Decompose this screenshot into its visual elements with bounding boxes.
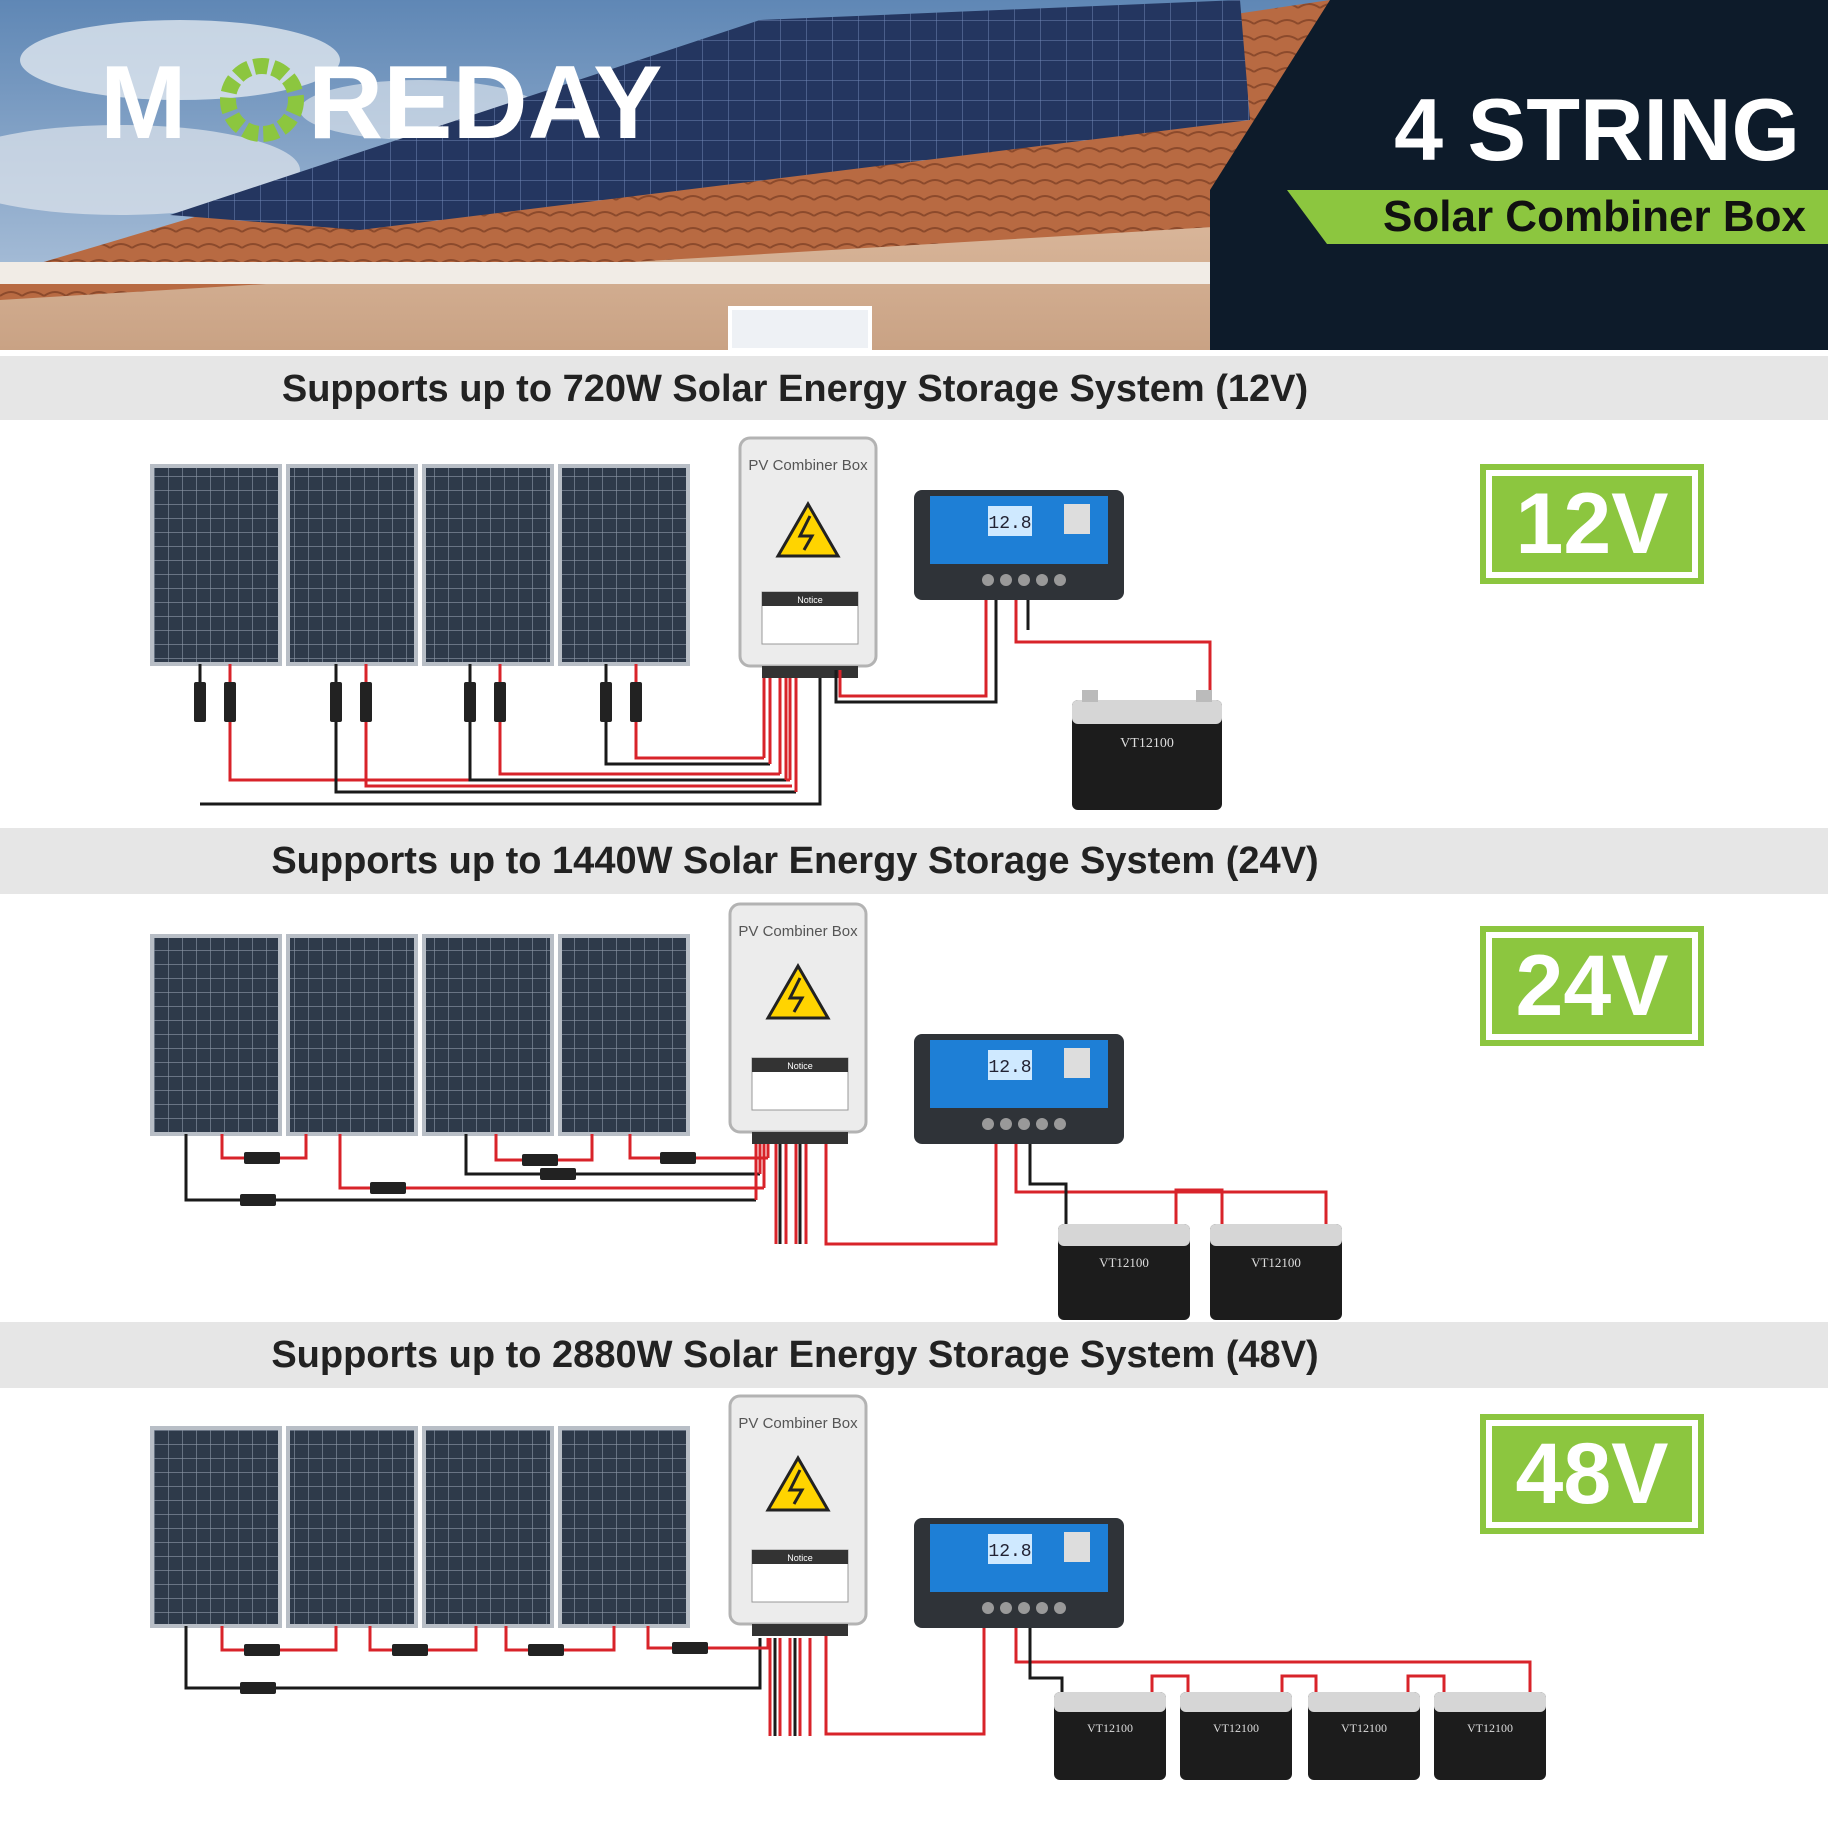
mc4-connectors-24v (240, 1152, 696, 1206)
battery-48v-3: VT12100 (1308, 1692, 1420, 1780)
solar-panel-2 (286, 1426, 418, 1628)
battery-label-12v: VT12100 (1120, 736, 1174, 751)
section-24v-band (0, 828, 1828, 894)
battery-label-24v-1: VT12100 (1099, 1255, 1149, 1270)
solar-panel-3 (422, 1426, 554, 1628)
battery-label-48v-3: VT12100 (1341, 1721, 1387, 1735)
charge-controller-24v: 12.8 (914, 1034, 1124, 1144)
solar-panel-2 (286, 464, 418, 666)
pv-combiner-box-24v: PV Combiner Box Notice (728, 902, 868, 1144)
notice-label-12v: Notice (797, 595, 823, 605)
charge-controller-48v: 12.8 (914, 1518, 1124, 1628)
battery-label-48v-4: VT12100 (1467, 1721, 1513, 1735)
voltage-badge-24v: 24V (1480, 926, 1704, 1046)
wiring-diagram-24v: PV Combiner Box Notice 12.8 VT12100 (150, 902, 1342, 1320)
solar-panel-1 (150, 1426, 282, 1628)
high-voltage-warning-icon (765, 962, 831, 1020)
section-12v-band (0, 356, 1828, 420)
battery-12v-1: VT12100 (1072, 690, 1222, 810)
battery-label-24v-2: VT12100 (1251, 1255, 1301, 1270)
wiring-diagram-48v: PV Combiner Box Notice 12.8 (150, 1394, 1546, 1780)
voltage-badge-12v: 12V (1480, 464, 1704, 584)
moreday-logo: M REDAY (100, 45, 663, 161)
solar-panel-1 (150, 934, 282, 1136)
header-banner: M REDAY 4 STRING Solar Combiner Box (0, 0, 1828, 352)
voltage-label-12v: 12V (1492, 476, 1692, 572)
charge-controller-12v: 12.8 (914, 490, 1124, 600)
notice-label-24v: Notice (787, 1061, 813, 1071)
controller-display-12v: 12.8 (988, 514, 1031, 534)
mc4-connectors-12v (194, 682, 642, 722)
mc4-connectors-48v (240, 1642, 708, 1694)
section-24v-title: Supports up to 1440W Solar Energy Storag… (271, 840, 1319, 882)
svg-text:REDAY: REDAY (308, 45, 663, 161)
header-subtitle: Solar Combiner Box (1383, 192, 1806, 241)
battery-label-48v-1: VT12100 (1087, 1721, 1133, 1735)
section-48v-title: Supports up to 2880W Solar Energy Storag… (271, 1334, 1319, 1376)
section-12v-title: Supports up to 720W Solar Energy Storage… (281, 368, 1309, 410)
battery-48v-1: VT12100 (1054, 1692, 1166, 1780)
solar-panel-4 (558, 1426, 690, 1628)
combiner-label-24v: PV Combiner Box (738, 923, 858, 940)
battery-48v-2: VT12100 (1180, 1692, 1292, 1780)
battery-24v-1: VT12100 (1058, 1224, 1190, 1320)
high-voltage-warning-icon (765, 1454, 831, 1512)
svg-text:M: M (100, 45, 187, 161)
solar-panel-2 (286, 934, 418, 1136)
solar-panel-3 (422, 464, 554, 666)
solar-panel-3 (422, 934, 554, 1136)
solar-panel-4 (558, 464, 690, 666)
battery-24v-2: VT12100 (1210, 1224, 1342, 1320)
controller-display-48v: 12.8 (988, 1542, 1031, 1562)
combiner-label-12v: PV Combiner Box (748, 457, 868, 474)
combiner-label-48v: PV Combiner Box (738, 1415, 858, 1432)
controller-display-24v: 12.8 (988, 1058, 1031, 1078)
voltage-badge-48v: 48V (1480, 1414, 1704, 1534)
voltage-label-24v: 24V (1492, 938, 1692, 1034)
solar-panel-4 (558, 934, 690, 1136)
wiring-diagram-12v: PV Combiner Box Notice 12.8 VT121 (150, 436, 1222, 810)
battery-48v-4: VT12100 (1434, 1692, 1546, 1780)
header-title: 4 STRING (1394, 80, 1800, 179)
pv-combiner-box-12v: PV Combiner Box Notice (738, 436, 878, 678)
pv-combiner-box-48v: PV Combiner Box Notice (728, 1394, 868, 1636)
roof-photo-illustration: M REDAY (0, 0, 1828, 352)
notice-label-48v: Notice (787, 1553, 813, 1563)
solar-panel-1 (150, 464, 282, 666)
section-48v-band (0, 1322, 1828, 1388)
voltage-label-48v: 48V (1492, 1426, 1692, 1522)
battery-label-48v-2: VT12100 (1213, 1721, 1259, 1735)
high-voltage-warning-icon (775, 500, 841, 558)
